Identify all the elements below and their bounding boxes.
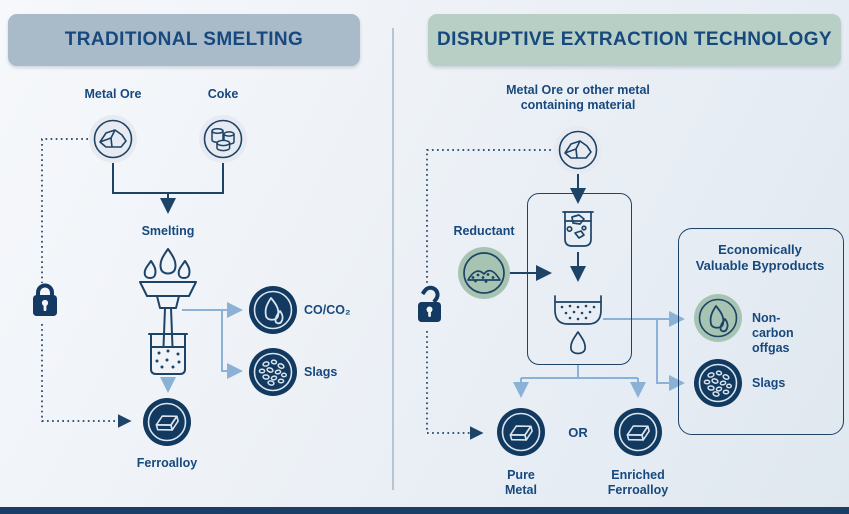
right-metal-ore-node [554,126,602,174]
ferroalloy-label: Ferroalloy [136,456,198,470]
ferroalloy-node [143,398,191,446]
offgas-node [694,294,742,342]
process-box [527,193,632,365]
traditional-smelting-header: TRADITIONAL SMELTING [8,14,360,66]
right-dotted-path [426,149,556,440]
pure-metal-ingot-icon [501,412,541,452]
locked-padlock-icon [33,283,57,316]
or-label: OR [568,425,588,440]
enriched-ferroalloy-ingot-icon [618,412,658,452]
slags-icon-right [698,363,738,403]
traditional-smelting-title: TRADITIONAL SMELTING [64,29,304,50]
metal-ore-icon [93,119,133,159]
right-output-arrows [513,311,685,398]
coke-icon [203,119,243,159]
right-metal-ore-icon [558,130,598,170]
coke-label: Coke [207,87,239,101]
left-dotted-path [41,138,132,428]
slags-node-left [249,348,297,396]
smelting-label: Smelting [141,224,195,238]
reductant-node [458,247,510,299]
metal-ore-label: Metal Ore [84,87,142,101]
slags-node-right [694,359,742,407]
panel-divider [392,28,394,490]
co-co2-node [249,286,297,334]
byproducts-box [678,228,844,435]
disruptive-extraction-title: DISRUPTIVE EXTRACTION TECHNOLOGY [437,29,832,50]
crucible-icon [554,295,602,325]
enriched-ferroalloy-label: Enriched Ferroalloy [607,468,669,497]
co-co2-label: CO/CO₂ [304,303,351,317]
enriched-ferroalloy-node [614,408,662,456]
slags-icon [253,352,293,392]
slags-label-right: Slags [752,376,786,390]
slags-label-left: Slags [304,365,338,379]
byproducts-title: Economically Valuable Byproducts [695,242,825,273]
unlocked-padlock-icon [418,285,441,322]
reductant-powder-icon [463,252,505,294]
right-input-label: Metal Ore or other metal containing mate… [506,83,650,112]
coke-node [199,115,247,163]
left-input-connector [112,163,224,214]
right-input-connectors [508,172,586,282]
offgas-flame-icon [698,298,738,338]
pure-metal-label: Pure Metal [505,468,537,497]
co-co2-flame-icon [253,290,293,330]
footer-bar [0,507,849,514]
pure-metal-node [497,408,545,456]
left-output-arrows [160,302,243,393]
offgas-label: Non-carbon offgas [752,311,794,355]
ferroalloy-ingot-icon [147,402,187,442]
disruptive-extraction-header: DISRUPTIVE EXTRACTION TECHNOLOGY [428,14,841,66]
furnace-icon [139,248,197,375]
metal-ore-node [89,115,137,163]
reductant-label: Reductant [453,224,515,238]
flame-icon [570,331,586,355]
beaker-icon [562,211,594,247]
